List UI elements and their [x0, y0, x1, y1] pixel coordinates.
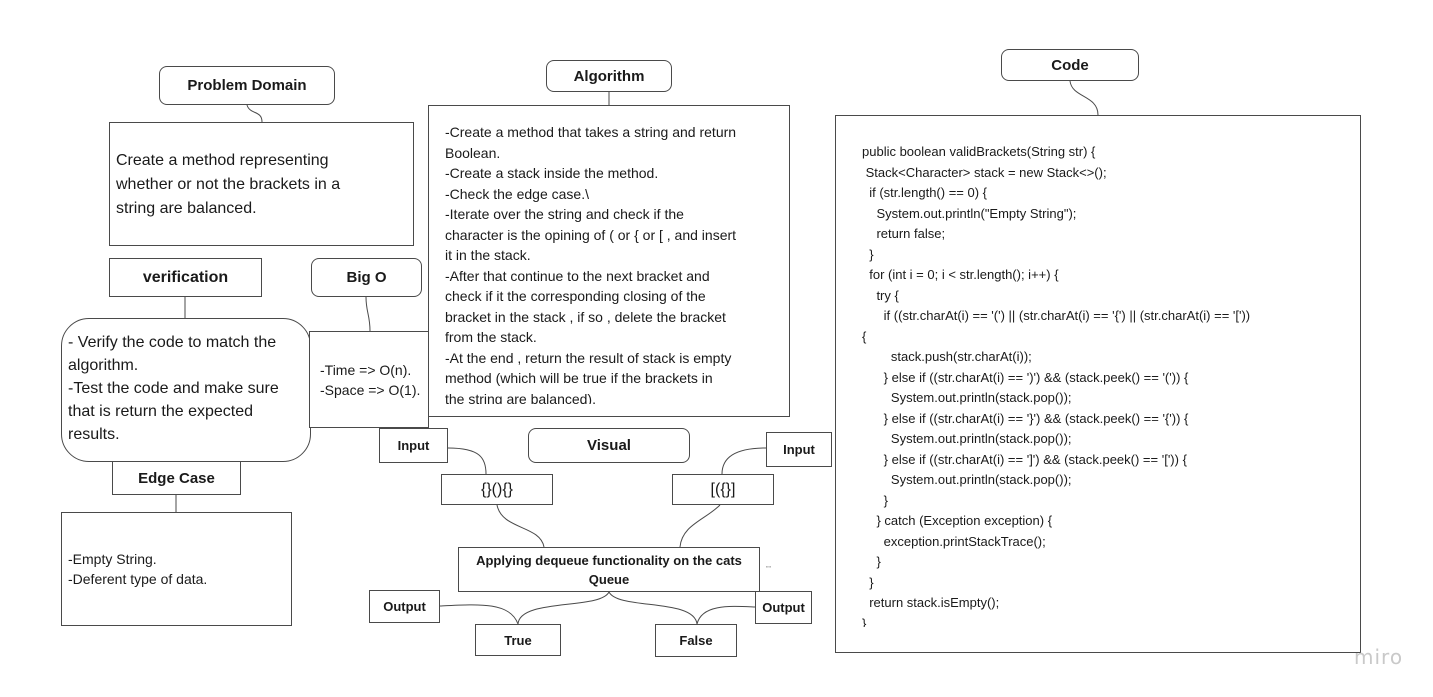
input-left-value[interactable]: {}(){}: [441, 474, 553, 505]
process-text: Applying dequeue functionality on the ca…: [476, 552, 742, 587]
code-line: }: [862, 615, 867, 628]
algorithm-line: it in the stack.: [445, 247, 531, 263]
code-line: System.out.println(stack.pop());: [862, 431, 1072, 446]
edge-case-box[interactable]: -Empty String. -Deferent type of data.: [61, 512, 292, 626]
output-right-label[interactable]: Output: [755, 591, 812, 624]
algorithm-line: -Create a stack inside the method.: [445, 165, 659, 181]
big-o-title-label: Big O: [346, 269, 387, 286]
input-right-label-text: Input: [783, 442, 815, 457]
code-box[interactable]: public boolean validBrackets(String str)…: [835, 115, 1361, 653]
visual-title[interactable]: Visual: [528, 428, 690, 463]
code-line: } else if ((str.charAt(i) == ')') && (st…: [862, 369, 1189, 385]
code-line: for (int i = 0; i < str.length(); i++) {: [862, 267, 1059, 282]
edge-output-right: [696, 605, 756, 625]
code-line: return false;: [862, 226, 946, 241]
input-right-label[interactable]: Input: [766, 432, 832, 467]
algorithm-title-label: Algorithm: [573, 67, 645, 85]
false-result[interactable]: False: [655, 624, 737, 657]
verification-title-label: verification: [142, 268, 229, 286]
input-left-label-text: Input: [397, 438, 430, 453]
algorithm-line: -Check the edge case.\: [445, 185, 589, 202]
algorithm-box[interactable]: -Create a method that takes a string and…: [428, 105, 790, 417]
output-left-label-text: Output: [383, 599, 426, 614]
verification-box[interactable]: - Verify the code to match the algorithm…: [61, 318, 311, 462]
input-left-value-text: {}(){}: [480, 480, 514, 498]
edge-input-right: [721, 447, 767, 475]
code-line: } else if ((str.charAt(i) == ']') && (st…: [862, 451, 1187, 467]
algorithm-line: from the stack.: [445, 329, 537, 345]
input-right-value[interactable]: [({}]: [672, 474, 774, 505]
true-result-text: True: [504, 632, 532, 648]
false-result-text: False: [679, 633, 713, 648]
code-line: try {: [862, 287, 899, 303]
true-result[interactable]: True: [475, 624, 561, 656]
edge-case-line: -Deferent type of data.: [68, 571, 208, 587]
algorithm-line: -At the end , return the result of stack…: [445, 349, 732, 366]
edge-output-left: [439, 604, 519, 625]
process-box[interactable]: Applying dequeue functionality on the ca…: [458, 547, 760, 592]
code-line: System.out.println(stack.pop());: [862, 472, 1072, 487]
code-line: System.out.println("Empty String");: [862, 205, 1077, 221]
algorithm-line: check if it the corresponding closing of…: [445, 288, 706, 304]
input-left-label[interactable]: Input: [379, 428, 448, 463]
algorithm-line: -Iterate over the string and check if th…: [445, 206, 684, 222]
big-o-title[interactable]: Big O: [311, 258, 422, 297]
big-o-text: -Time => O(n). -Space => O(1).: [320, 360, 420, 400]
big-o-box[interactable]: -Time => O(n). -Space => O(1).: [309, 331, 429, 428]
code-line: stack.push(str.charAt(i));: [862, 349, 1032, 364]
problem-domain-box[interactable]: Create a method representing whether or …: [109, 122, 414, 246]
code-line: }: [862, 554, 881, 569]
edge-code: [1069, 80, 1099, 116]
algorithm-line: character is the opining of ( or { or [ …: [445, 226, 737, 243]
code-line: if (str.length() == 0) {: [862, 185, 987, 200]
algorithm-text: -Create a method that takes a string and…: [445, 122, 785, 404]
code-line: }: [862, 246, 874, 262]
algorithm-title[interactable]: Algorithm: [546, 60, 672, 92]
algorithm-line: Boolean.: [445, 144, 501, 161]
algorithm-line: method (which will be true if the bracke…: [445, 370, 713, 386]
code-line: }: [862, 574, 874, 590]
edge-case-line: -Empty String.: [68, 551, 157, 567]
code-line: Stack<Character> stack = new Stack<>();: [862, 164, 1107, 180]
output-left-label[interactable]: Output: [369, 590, 440, 623]
code-line: exception.printStackTrace();: [862, 533, 1046, 549]
code-line: return stack.isEmpty();: [862, 595, 1000, 610]
edge-case-text: -Empty String. -Deferent type of data.: [68, 549, 207, 589]
big-o-line: -Space => O(1).: [320, 382, 421, 398]
code-line: }: [862, 492, 889, 508]
visual-title-label: Visual: [587, 437, 631, 454]
code-title[interactable]: Code: [1001, 49, 1139, 81]
edge-case-title-label: Edge Case: [138, 469, 215, 487]
code-line: } else if ((str.charAt(i) == '}') && (st…: [862, 410, 1189, 426]
verification-title[interactable]: verification: [109, 258, 262, 297]
edge-case-title[interactable]: Edge Case: [112, 461, 241, 495]
code-line: public boolean validBrackets(String str)…: [862, 144, 1096, 159]
problem-domain-title-label: Problem Domain: [187, 77, 307, 94]
problem-domain-title[interactable]: Problem Domain: [159, 66, 335, 105]
code-line: System.out.println(stack.pop());: [862, 390, 1072, 405]
edge-problem-domain: [246, 104, 263, 123]
code-line: } catch (Exception exception) {: [862, 513, 1053, 528]
stray-mark: "": [766, 566, 771, 573]
verification-text: - Verify the code to match the algorithm…: [68, 334, 279, 443]
algorithm-line: bracket in the stack , if so , delete th…: [445, 308, 726, 325]
edge-process-to-true: [517, 591, 610, 625]
code-text: public boolean validBrackets(String str)…: [862, 142, 1357, 627]
edge-right-to-process: [679, 504, 721, 548]
edge-big-o: [365, 296, 371, 332]
big-o-line: -Time => O(n).: [320, 362, 412, 378]
edge-left-to-process: [496, 504, 545, 548]
problem-domain-text: Create a method representing whether or …: [116, 152, 341, 217]
algorithm-line: -Create a method that takes a string and…: [445, 124, 737, 140]
algorithm-line: the string are balanced).: [445, 390, 596, 405]
miro-watermark: miro: [1354, 645, 1404, 669]
code-title-label: Code: [1051, 56, 1089, 74]
edge-input-left: [447, 447, 487, 475]
code-line: if ((str.charAt(i) == '(') || (str.charA…: [862, 308, 1251, 323]
output-right-label-text: Output: [762, 600, 805, 615]
edge-process-to-false: [608, 591, 698, 625]
algorithm-line: -After that continue to the next bracket…: [445, 267, 710, 284]
code-line: {: [862, 328, 867, 344]
input-right-value-text: [({}]: [710, 480, 736, 498]
